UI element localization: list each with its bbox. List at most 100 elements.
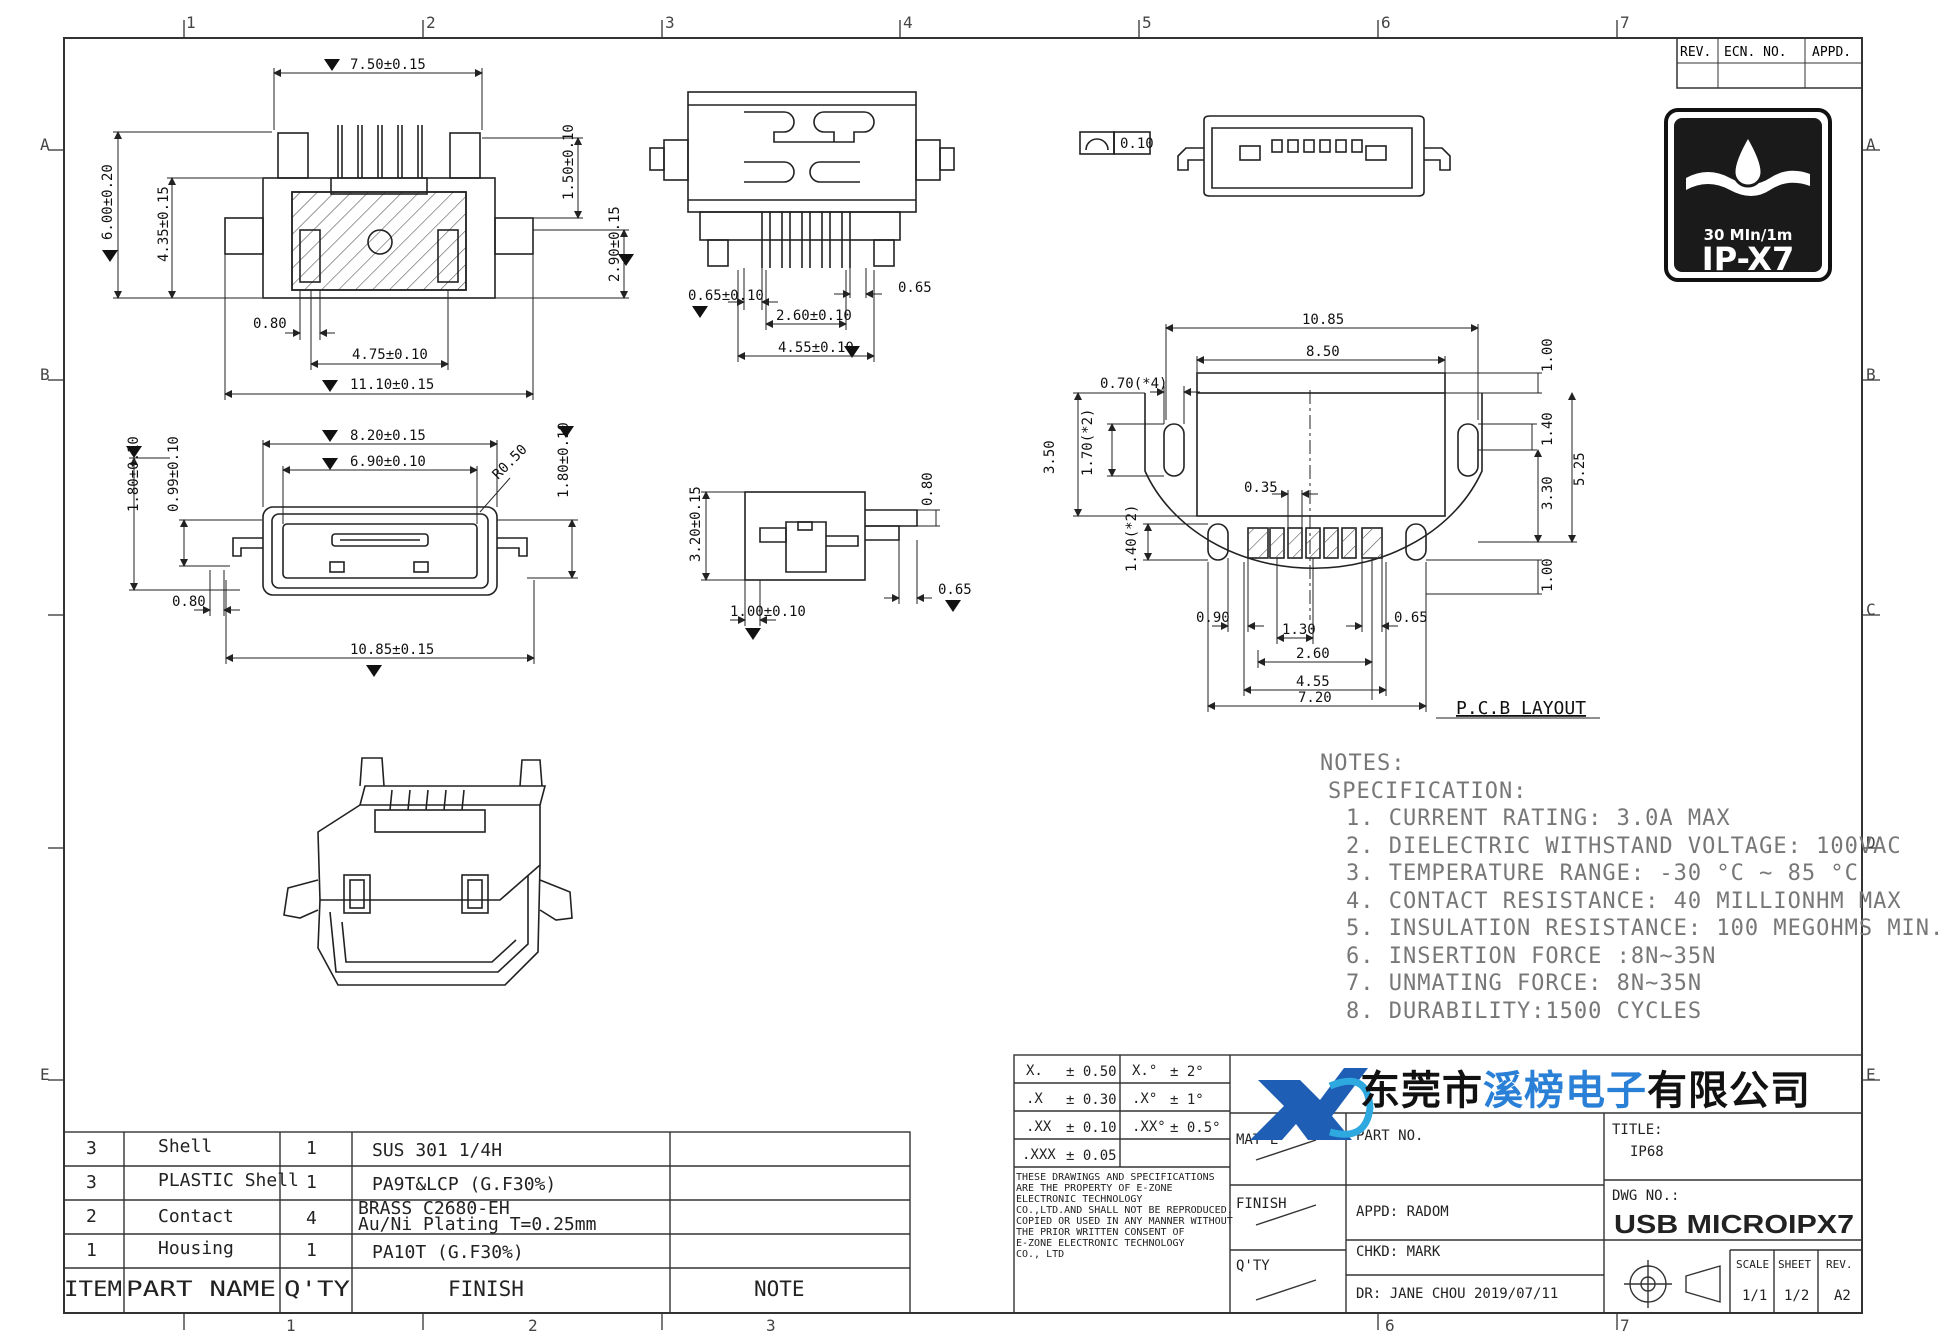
bom-finish: PA10T (G.F30%) xyxy=(372,1242,524,1263)
dim-label: 1.70(*2) xyxy=(1080,409,1096,476)
note-item: 8. DURABILITY:1500 CYCLES xyxy=(1346,998,1703,1024)
sheet-value: 1/2 xyxy=(1784,1288,1809,1304)
dim-label: 7.20 xyxy=(1298,690,1332,706)
pcb-dims xyxy=(1073,324,1600,719)
dim-label: 4.55 xyxy=(1296,674,1330,690)
tol-key: .XX° xyxy=(1132,1119,1166,1135)
col-label: 3 xyxy=(766,1316,776,1335)
row-label: B xyxy=(40,365,50,384)
ip-depth-text: 30 MIn/1m xyxy=(1703,226,1793,244)
dim-label: 11.10±0.15 xyxy=(350,377,434,393)
front-view-dims xyxy=(113,68,629,400)
disclaimer-line: E-ZONE ELECTRONIC TECHNOLOGY xyxy=(1016,1238,1185,1249)
tol-key: X. xyxy=(1026,1063,1043,1079)
sheet-border xyxy=(63,37,1863,1314)
ip-badge-inner: 30 MIn/1m IP-X7 xyxy=(1674,118,1822,278)
notes-subtitle: SPECIFICATION: xyxy=(1328,778,1528,804)
col-label: 4 xyxy=(903,13,913,32)
bom-name: PLASTIC Shell xyxy=(158,1170,299,1191)
dim-label: 0.65 xyxy=(1394,610,1428,626)
bom-header-note: NOTE xyxy=(754,1277,805,1301)
disclaimer-line: COPIED OR USED IN ANY MANNER WITHOUT xyxy=(1016,1216,1233,1227)
front-view xyxy=(224,125,534,299)
tol-value: ± 1° xyxy=(1170,1092,1204,1108)
dim-label: 8.50 xyxy=(1306,344,1340,360)
dim-label: 0.65 xyxy=(938,582,972,598)
row-label: B xyxy=(1866,365,1876,384)
dim-label: 1.00 xyxy=(1540,338,1556,372)
dim-label: 2.60±0.10 xyxy=(776,308,852,324)
scale-label: SCALE xyxy=(1736,1258,1769,1271)
note-item: 2. DIELECTRIC WITHSTAND VOLTAGE: 100VAC xyxy=(1346,833,1902,859)
dim-label: 0.80 xyxy=(253,316,287,332)
dim-label: 7.50±0.15 xyxy=(350,57,426,73)
water-drop-icon xyxy=(1686,133,1810,226)
tol-key: .XXX xyxy=(1022,1147,1056,1163)
dim-label: 10.85±0.15 xyxy=(350,642,434,658)
disclaimer-line: CO.,LTD.AND SHALL NOT BE REPRODUCED. xyxy=(1016,1205,1233,1216)
ip-rating-text: IP-X7 xyxy=(1701,240,1795,278)
notes-title: NOTES: xyxy=(1320,751,1406,776)
bom-header-finish: FINISH xyxy=(448,1277,524,1301)
col-label: 3 xyxy=(665,13,675,32)
note-item: 5. INSULATION RESISTANCE: 100 MEGOHMS MI… xyxy=(1346,916,1944,941)
dim-label: 1.00±0.10 xyxy=(730,604,806,620)
tol-value: ± 0.05 xyxy=(1066,1148,1117,1164)
dim-label: 1.50±0.10 xyxy=(561,124,577,200)
col-label: 6 xyxy=(1385,1316,1395,1335)
disclaimer-line: CO., LTD xyxy=(1016,1249,1064,1260)
dim-label: 0.99±0.10 xyxy=(166,436,182,512)
tol-value: ± 0.10 xyxy=(1066,1120,1117,1136)
disclaimer-line: ELECTRONIC TECHNOLOGY xyxy=(1016,1194,1142,1205)
title-value: IP68 xyxy=(1630,1144,1664,1160)
row-label: A xyxy=(40,135,50,154)
note-item: 6. INSERTION FORCE :8N~35N xyxy=(1346,943,1717,969)
note-item: 7. UNMATING FORCE: 8N~35N xyxy=(1346,971,1703,996)
tol-key: .X xyxy=(1026,1091,1043,1107)
isometric-view xyxy=(283,757,573,986)
row-label: D xyxy=(1866,833,1876,852)
row-label: E xyxy=(1866,1065,1876,1084)
tol-key: .X° xyxy=(1132,1091,1157,1107)
dim-label: 3.50 xyxy=(1042,440,1058,474)
tol-value: ± 2° xyxy=(1170,1064,1204,1080)
ecn-header: ECN. NO. xyxy=(1724,45,1787,60)
col-label: 6 xyxy=(1381,13,1391,32)
note-item: 1. CURRENT RATING: 3.0A MAX xyxy=(1346,806,1731,831)
bom-header-item: ITEM xyxy=(64,1277,122,1301)
part-no-label: PART NO. xyxy=(1356,1128,1423,1144)
company-name-part: 有限公司 xyxy=(1647,1068,1811,1114)
title-block xyxy=(1013,1054,1863,1314)
dim-label: 0.70(*4) xyxy=(1100,376,1167,392)
title-block-text: MAT'L FINISH Q'TY PART NO. APPD: RADOM C… xyxy=(1236,1122,1854,1304)
col-label: 7 xyxy=(1620,13,1630,32)
dim-label: 1.40 xyxy=(1540,412,1556,446)
front-opening-dims xyxy=(129,440,578,664)
col-label: 2 xyxy=(426,13,436,32)
bom-qty: 1 xyxy=(306,1240,317,1261)
finish-label: FINISH xyxy=(1236,1196,1287,1212)
bom-item: 2 xyxy=(86,1206,97,1227)
rev-header: REV. xyxy=(1680,45,1711,60)
bom-table xyxy=(63,1131,911,1314)
side-view-dim-labels: 3.20±0.15 0.80 1.00±0.10 0.65 xyxy=(688,472,972,620)
dim-label: 0.80 xyxy=(920,472,936,506)
dim-label: 0.35 xyxy=(1244,480,1278,496)
bom-finish-plating: Au/Ni Plating T=0.25mm xyxy=(358,1214,596,1235)
dim-label: 0.80 xyxy=(172,594,206,610)
dim-label: 1.40(*2) xyxy=(1124,505,1140,572)
drawn-by: DR: JANE CHOU 2019/07/11 xyxy=(1356,1286,1558,1302)
bom-item: 3 xyxy=(86,1172,97,1193)
dim-label: 1.80±0.10 xyxy=(126,436,142,512)
bom-header-qty: Q'TY xyxy=(284,1277,350,1301)
dim-label: 0.65 xyxy=(898,280,932,296)
pcb-layout-title: P.C.B LAYOUT xyxy=(1456,698,1586,719)
col-label: 1 xyxy=(286,1316,296,1335)
top-view-dims xyxy=(728,268,882,362)
dim-label: 0.65±0.10 xyxy=(688,288,764,304)
appd-header: APPD. xyxy=(1812,45,1851,60)
disclaimer-line: ARE THE PROPERTY OF E-ZONE xyxy=(1016,1183,1173,1194)
dim-label: 6.90±0.10 xyxy=(350,454,426,470)
dim-label: 8.20±0.15 xyxy=(350,428,426,444)
col-label: 7 xyxy=(1620,1316,1630,1335)
